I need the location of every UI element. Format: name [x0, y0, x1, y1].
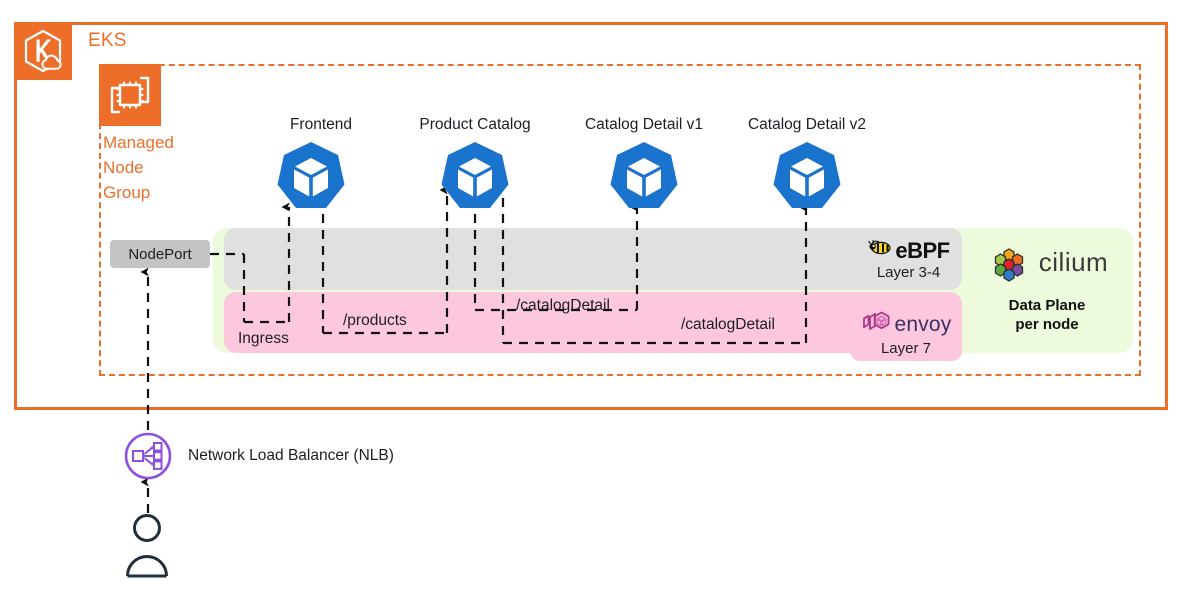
envoy-layer-chip: envoy Layer 7	[850, 305, 962, 361]
cilium-sub-line-1: Data Plane	[1008, 297, 1086, 314]
cilium-block: cilium Data Plane per node	[972, 236, 1122, 334]
cilium-hexagons-icon	[986, 236, 1032, 287]
pod-label-catalog-detail-v1: Catalog Detail v1	[584, 116, 704, 133]
eks-icon	[14, 22, 72, 80]
managed-node-group-label: Managed Node Group	[103, 130, 199, 205]
layer-7-label: Layer 7	[880, 340, 932, 357]
kubernetes-pod-icon	[769, 138, 845, 214]
kubernetes-pod-icon	[437, 138, 513, 214]
route-label-products: /products	[343, 312, 407, 329]
layer-3-4-label: Layer 3-4	[876, 264, 941, 281]
ebpf-layer-chip: eBPF Layer 3-4	[855, 231, 962, 287]
kubernetes-pod-icon	[273, 138, 349, 214]
mng-line-2: Node	[103, 158, 144, 177]
pod-label-frontend: Frontend	[289, 116, 353, 133]
managed-node-group-boundary	[99, 64, 1141, 376]
user-actor-icon	[124, 513, 178, 579]
ebpf-wordmark: eBPF	[895, 237, 950, 263]
route-label-catalog-detail-v2: /catalogDetail	[681, 316, 775, 333]
route-label-ingress: Ingress	[238, 330, 289, 347]
mng-line-1: Managed	[103, 133, 174, 152]
layer-3-4-band	[224, 228, 962, 290]
envoy-icon	[860, 309, 892, 340]
managed-node-group-icon	[99, 64, 161, 126]
pod-label-product-catalog: Product Catalog	[419, 116, 531, 133]
cilium-wordmark: cilium	[1038, 246, 1109, 277]
pod-label-catalog-detail-v2: Catalog Detail v2	[747, 116, 867, 133]
cilium-sub-line-2: per node	[1015, 316, 1079, 333]
ebpf-bee-icon	[867, 237, 893, 264]
envoy-wordmark: envoy	[894, 312, 952, 336]
kubernetes-pod-icon	[606, 138, 682, 214]
eks-title: EKS	[88, 30, 127, 51]
network-load-balancer-icon	[124, 432, 172, 480]
nodeport-box[interactable]: NodePort	[110, 240, 210, 268]
eks-cluster-boundary	[14, 22, 1168, 410]
route-label-catalog-detail-v1: /catalogDetail	[516, 297, 610, 314]
nlb-label: Network Load Balancer (NLB)	[188, 447, 394, 464]
mng-line-3: Group	[103, 183, 151, 202]
